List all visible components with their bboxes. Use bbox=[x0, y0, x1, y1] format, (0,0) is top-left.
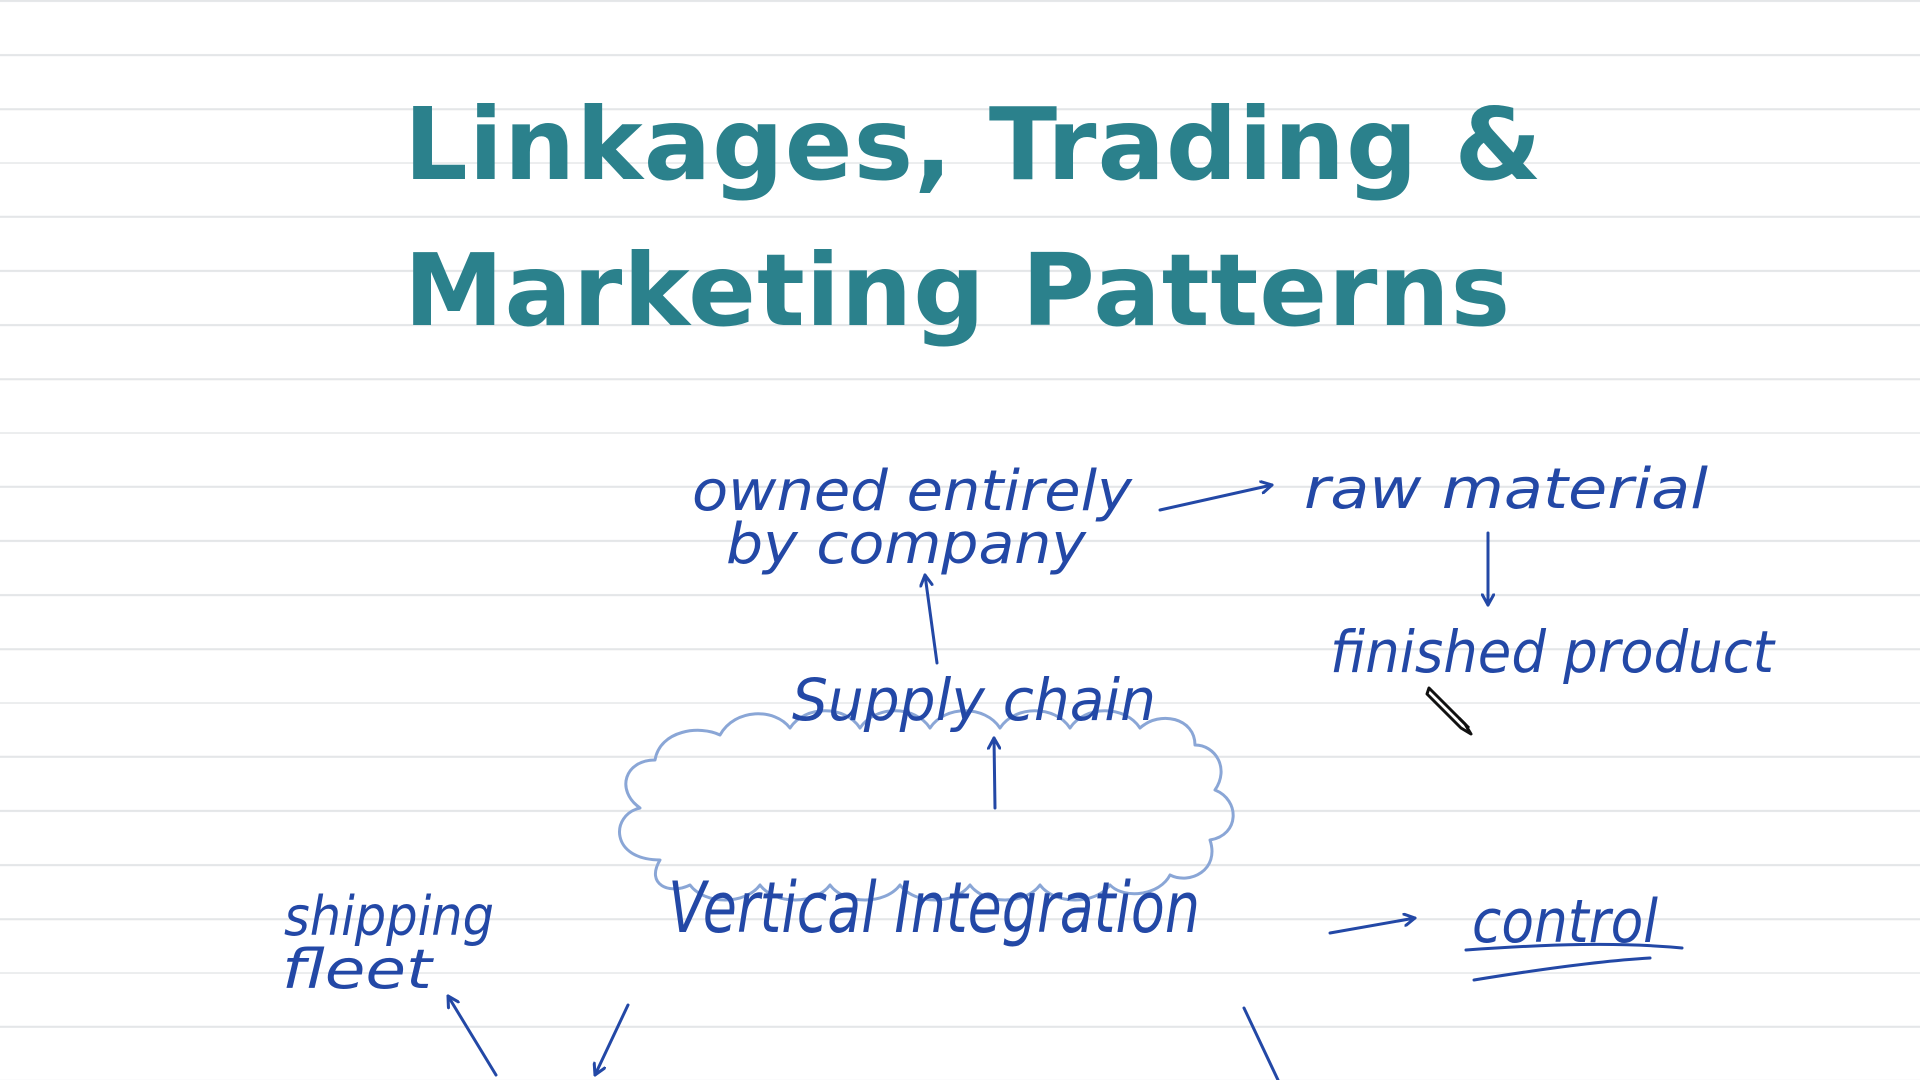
title-line-2: Marketing Patterns bbox=[404, 232, 1512, 349]
control-underline bbox=[1464, 942, 1684, 952]
control-underline-2 bbox=[1472, 956, 1652, 982]
line-center-down-right bbox=[1242, 1006, 1280, 1080]
center-label: Vertical Integration bbox=[668, 867, 1200, 949]
page-title: Linkages, Trading & Marketing Patterns bbox=[404, 72, 1543, 364]
supply-chain-label: Supply chain bbox=[792, 666, 1156, 734]
shipping-label-line1: shipping bbox=[284, 885, 494, 948]
arrow-center-to-supply bbox=[994, 738, 995, 810]
cloud-shape bbox=[618, 709, 1235, 902]
finished-product-label: finished product bbox=[1330, 618, 1776, 686]
title-line-1: Linkages, Trading & bbox=[404, 86, 1543, 203]
arrow-owned-to-raw bbox=[1158, 485, 1272, 512]
arrow-to-shipping bbox=[448, 996, 498, 1077]
control-label: control bbox=[1472, 887, 1658, 957]
arrow-supply-to-owned bbox=[925, 575, 939, 665]
pen-cursor-icon bbox=[1425, 686, 1473, 736]
arrow-center-to-control bbox=[1328, 918, 1415, 935]
owned-label-line1: owned entirely bbox=[692, 459, 1133, 524]
owned-label-line2: by company bbox=[726, 512, 1087, 577]
raw-material-label: raw material bbox=[1304, 457, 1708, 522]
arrow-center-down-left bbox=[595, 1003, 630, 1075]
shipping-label-line2: fleet bbox=[282, 938, 434, 1001]
